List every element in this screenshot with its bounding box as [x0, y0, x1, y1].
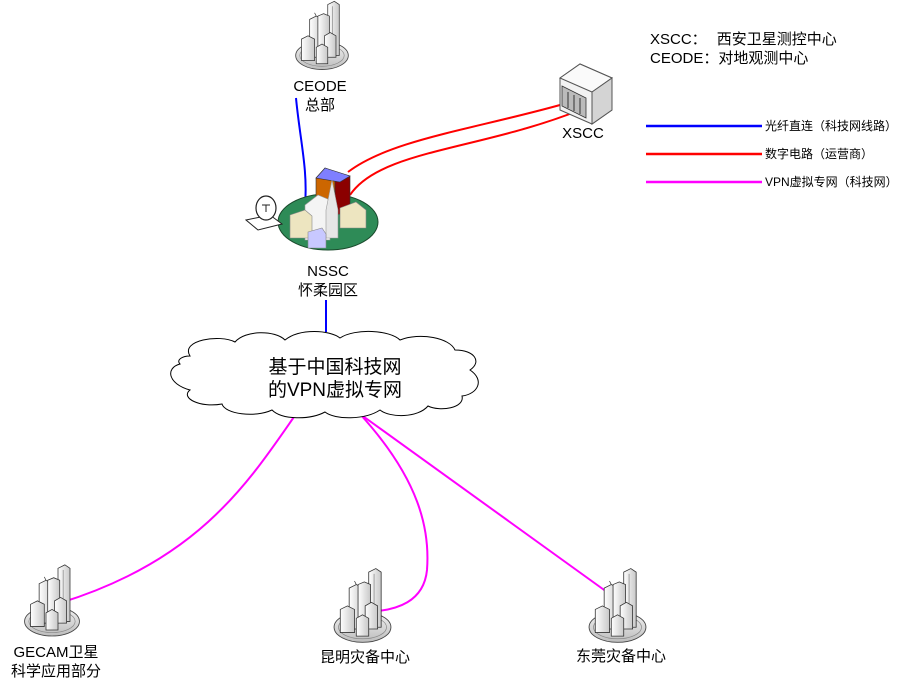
xscc-server-icon	[558, 63, 614, 125]
link-cloud-dongguan-vpn	[359, 413, 626, 606]
legend-label-fiber: 光纤直连（科技网线路）	[765, 119, 898, 133]
gecam-subname: 科学应用部分	[10, 663, 101, 680]
xscc-name: XSCC	[562, 125, 604, 142]
link-nssc-xscc-digital-2	[349, 109, 581, 196]
link-nssc-xscc-digital-1	[347, 104, 561, 173]
abbr-key: CEODE：	[650, 50, 719, 67]
cloud-line1: 基于中国科技网	[268, 357, 402, 378]
node-label-gecam: GECAM卫星 科学应用部分	[0, 643, 112, 681]
link-cloud-kunming-vpn	[359, 413, 429, 613]
kunming-name: 昆明灾备中心	[319, 649, 410, 666]
satellite-dish-icon	[244, 195, 284, 231]
abbr-key: XSCC：	[650, 31, 707, 48]
abbr-xscc: XSCC： 西安卫星测控中心	[650, 30, 837, 49]
kunming-building-icon	[333, 568, 392, 643]
node-label-dongguan: 东莞灾备中心	[566, 647, 676, 666]
legend-label-vpn: VPN虚拟专网（科技网）	[765, 175, 898, 189]
nssc-name: NSSC	[307, 263, 349, 280]
link-ceode-nssc-fiber	[295, 97, 307, 206]
node-label-kunming: 昆明灾备中心	[310, 648, 420, 667]
ceode-subname: 总部	[304, 97, 335, 114]
vpn-cloud-shape	[170, 330, 479, 419]
cloud-label: 基于中国科技网 的VPN虚拟专网	[240, 356, 430, 402]
node-label-ceode: CEODE 总部	[288, 77, 352, 115]
abbr-value: 西安卫星测控中心	[716, 31, 837, 48]
node-label-nssc: NSSC 怀柔园区	[288, 262, 368, 300]
nssc-subname: 怀柔园区	[297, 282, 358, 299]
gecam-name: GECAM卫星	[13, 644, 99, 661]
link-cloud-gecam-vpn	[59, 413, 297, 604]
nssc-campus-icon	[277, 167, 379, 251]
dongguan-building-icon	[588, 568, 647, 643]
abbr-ceode: CEODE：对地观测中心	[650, 49, 808, 68]
dongguan-name: 东莞灾备中心	[575, 648, 666, 665]
abbr-value: 对地观测中心	[718, 50, 809, 67]
cloud-line2: 的VPN虚拟专网	[267, 380, 403, 401]
legend-label-digital: 数字电路（运营商）	[765, 147, 874, 161]
node-label-xscc: XSCC	[558, 124, 608, 143]
ceode-name: CEODE	[293, 78, 347, 95]
ceode-building-icon	[295, 0, 349, 71]
